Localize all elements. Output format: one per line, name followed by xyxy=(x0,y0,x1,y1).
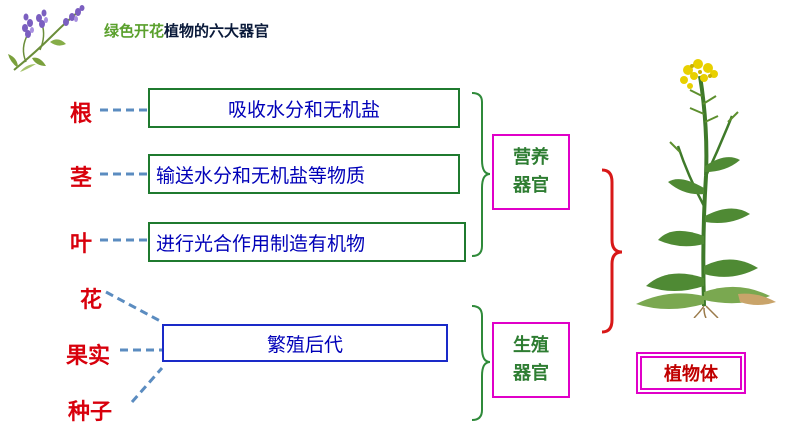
function-stem-text: 输送水分和无机盐等物质 xyxy=(156,164,366,187)
group-reproductive-line1: 生殖 xyxy=(513,335,549,356)
organ-fruit: 果实 xyxy=(66,343,111,369)
group-vegetative-box: 营养 器官 xyxy=(492,134,570,210)
organ-flower: 花 xyxy=(80,287,103,313)
connector-flower xyxy=(105,290,163,324)
function-stem-box: 输送水分和无机盐等物质 xyxy=(148,154,460,194)
brace-vegetative xyxy=(471,92,491,257)
group-vegetative-line2: 器官 xyxy=(513,175,549,196)
function-root-box: 吸收水分和无机盐 xyxy=(148,88,460,128)
group-reproductive-box: 生殖 器官 xyxy=(492,322,570,398)
whole-plant-box: 植物体 xyxy=(636,352,746,394)
organ-leaf: 叶 xyxy=(70,231,93,257)
function-reproduction-text: 繁殖后代 xyxy=(266,333,343,356)
function-root-text: 吸收水分和无机盐 xyxy=(227,98,380,121)
connector-seed xyxy=(130,367,164,403)
group-reproductive-line2: 器官 xyxy=(513,363,549,384)
whole-plant-label: 植物体 xyxy=(664,364,718,385)
brace-reproductive xyxy=(471,305,491,421)
group-vegetative-line1: 营养 xyxy=(513,147,549,168)
organ-root: 根 xyxy=(70,101,93,127)
function-leaf-text: 进行光合作用制造有机物 xyxy=(156,232,366,255)
organ-seed: 种子 xyxy=(68,399,113,425)
brace-whole xyxy=(601,168,623,334)
title-part2: 植物的六大器官 xyxy=(164,22,270,40)
organ-stem: 茎 xyxy=(70,165,93,191)
lavender-sprig-icon xyxy=(8,5,85,72)
function-leaf-box: 进行光合作用制造有机物 xyxy=(148,222,466,262)
page-title: 绿色开花植物的六大器官 xyxy=(104,20,269,41)
function-reproduction-box: 繁殖后代 xyxy=(162,324,448,362)
title-part1: 绿色开花 xyxy=(104,22,165,40)
rapeseed-plant-illustration xyxy=(636,59,776,318)
